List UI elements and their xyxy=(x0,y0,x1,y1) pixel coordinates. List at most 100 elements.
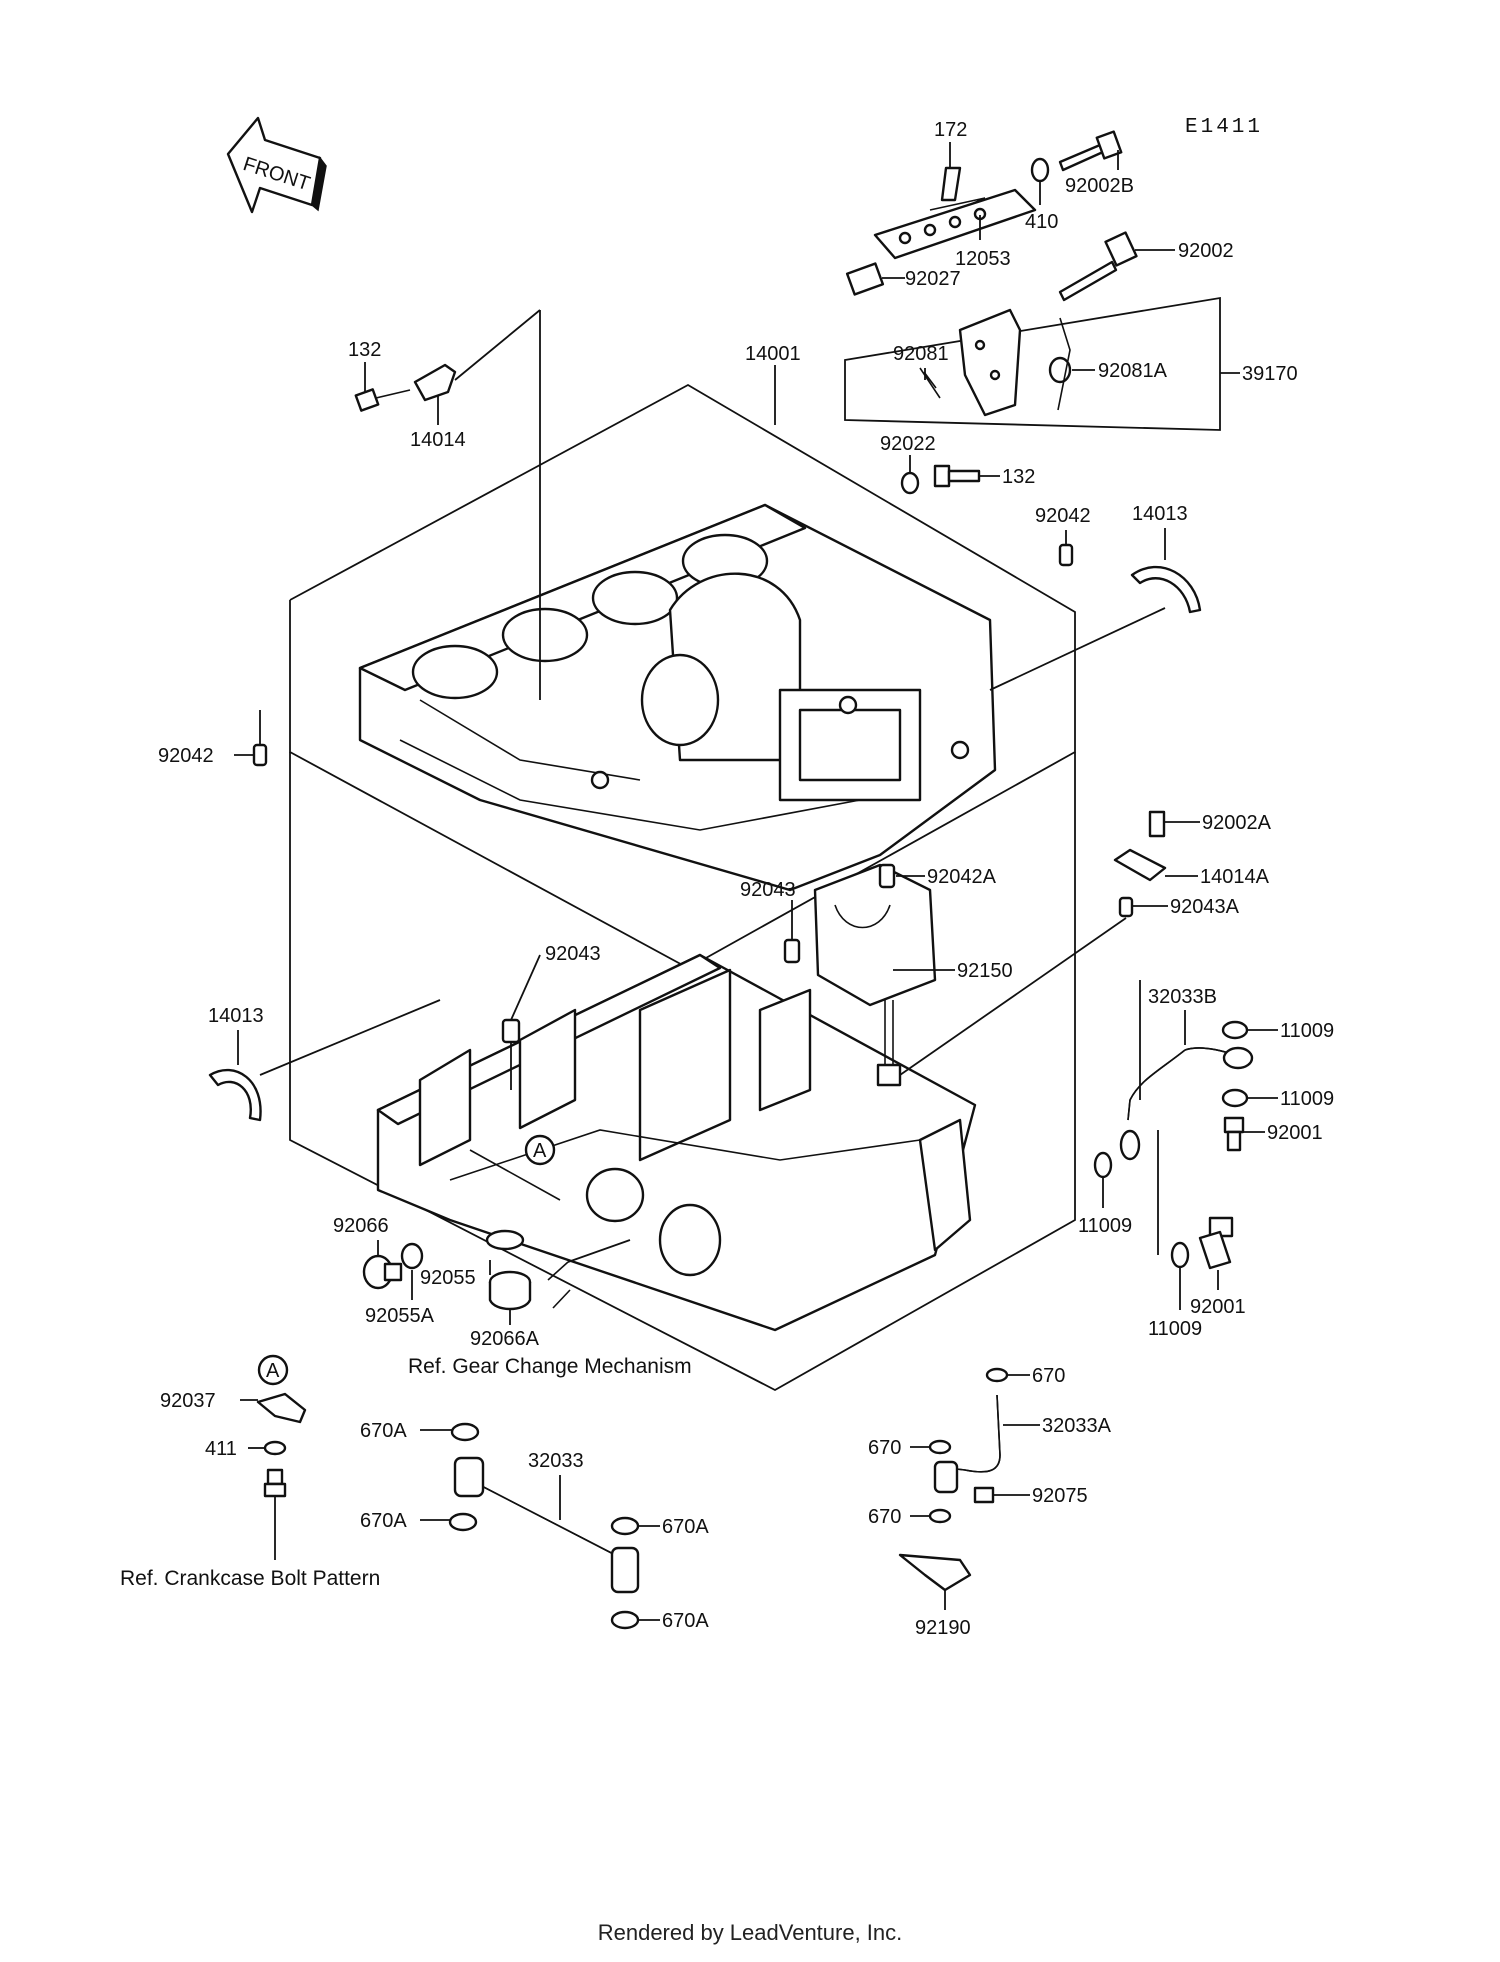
label-39170: 39170 xyxy=(1242,363,1298,385)
bolt-crankcase-ref xyxy=(263,1468,287,1498)
label-670-2: 670 xyxy=(868,1437,901,1459)
bolt-92001-a xyxy=(1223,1116,1245,1152)
oring-670-1 xyxy=(985,1367,1009,1383)
bearing-14013-left xyxy=(208,1068,262,1122)
label-32033: 32033 xyxy=(528,1450,584,1472)
label-92037: 92037 xyxy=(160,1390,216,1412)
bolt-92002B xyxy=(1058,130,1123,172)
label-32033B: 32033B xyxy=(1148,986,1217,1008)
washer-11009-a xyxy=(1221,1020,1249,1040)
label-92190: 92190 xyxy=(915,1617,971,1639)
label-92043A: 92043A xyxy=(1170,896,1240,918)
label-92150: 92150 xyxy=(957,960,1013,982)
plug-92075 xyxy=(973,1486,995,1504)
label-92002B: 92002B xyxy=(1065,175,1134,197)
plate-14014A xyxy=(1113,848,1167,882)
diagram-code: E1411 xyxy=(1185,116,1263,139)
bolt-92001-b xyxy=(1198,1216,1234,1270)
bearing-cap xyxy=(813,863,937,1007)
label-32033A: 32033A xyxy=(1042,1415,1112,1437)
front-arrow-icon: FRONT xyxy=(226,116,327,214)
lower-case-outline xyxy=(289,752,1076,1392)
label-14014: 14014 xyxy=(410,429,466,451)
plug-92066A xyxy=(488,1270,532,1311)
label-11009-a: 11009 xyxy=(1280,1020,1334,1042)
washer-11009-d xyxy=(1170,1241,1190,1269)
upper-crankcase xyxy=(358,503,997,892)
label-14014A: 14014A xyxy=(1200,866,1270,888)
label-92081A: 92081A xyxy=(1098,360,1168,382)
label-132-mid: 132 xyxy=(1002,466,1035,488)
plug-92066 xyxy=(362,1254,403,1290)
washer-11009-c xyxy=(1093,1151,1113,1179)
oring-670A-1 xyxy=(450,1422,480,1442)
label-92055: 92055 xyxy=(420,1267,476,1289)
label-12053: 12053 xyxy=(955,248,1011,270)
label-670-1: 670 xyxy=(1032,1365,1065,1387)
label-92042A: 92042A xyxy=(927,866,997,888)
label-92042-top: 92042 xyxy=(1035,505,1091,527)
spring-92081A xyxy=(1048,317,1072,411)
lower-crankcase: A xyxy=(376,953,977,1332)
label-92042-left: 92042 xyxy=(158,745,214,767)
oil-pipe-32033B xyxy=(1119,1046,1254,1161)
label-11009-c: 11009 xyxy=(1078,1215,1132,1237)
bolt-132-top xyxy=(354,388,411,412)
dowel-92043A xyxy=(1118,896,1134,918)
label-92027: 92027 xyxy=(905,268,961,290)
label-670A-1: 670A xyxy=(360,1420,407,1442)
oring-670-2 xyxy=(928,1439,952,1455)
label-92043-center: 92043 xyxy=(740,879,796,901)
label-132-top: 132 xyxy=(348,339,381,361)
clamp-92037 xyxy=(256,1392,307,1424)
label-92001-a: 92001 xyxy=(1267,1122,1323,1144)
bolt-132-mid xyxy=(933,464,981,488)
label-14001: 14001 xyxy=(745,343,801,365)
bolt-92002 xyxy=(1058,231,1138,302)
ref-gear-change: Ref. Gear Change Mechanism xyxy=(408,1355,692,1378)
oil-pipe-32033A xyxy=(933,1394,1001,1494)
label-11009-b: 11009 xyxy=(1280,1088,1334,1110)
oring-670A-3 xyxy=(610,1516,640,1536)
label-92001-b: 92001 xyxy=(1190,1296,1246,1318)
bracket-12053 xyxy=(873,188,1037,260)
oil-pipe-32033 xyxy=(453,1456,640,1594)
label-92002A: 92002A xyxy=(1202,812,1272,834)
dowel-92043-left xyxy=(501,1018,521,1044)
bolt-92150 xyxy=(876,1000,902,1087)
label-172: 172 xyxy=(934,119,967,141)
ref-crankcase-bolt: Ref. Crankcase Bolt Pattern xyxy=(120,1567,380,1590)
dowel-92042-top xyxy=(1058,543,1074,567)
bolt-92002A xyxy=(1148,810,1166,838)
label-92022: 92022 xyxy=(880,433,936,455)
washer-410 xyxy=(1030,157,1050,183)
label-411: 411 xyxy=(205,1438,237,1460)
label-92043-left: 92043 xyxy=(545,943,601,965)
oring-92055 xyxy=(485,1229,525,1251)
label-670A-4: 670A xyxy=(662,1610,709,1632)
plate-14014 xyxy=(413,363,457,402)
washer-11009-b xyxy=(1221,1088,1249,1108)
stopper-arm xyxy=(919,308,1022,417)
callout-a-lower: A xyxy=(266,1360,280,1382)
label-14013-left: 14013 xyxy=(208,1005,264,1027)
label-410: 410 xyxy=(1025,211,1058,233)
label-11009-d: 11009 xyxy=(1148,1318,1202,1340)
footer-credit: Rendered by LeadVenture, Inc. xyxy=(597,1920,903,1945)
oring-670A-4 xyxy=(610,1610,640,1630)
label-670-3: 670 xyxy=(868,1506,901,1528)
washer-411 xyxy=(263,1440,287,1456)
label-92066A: 92066A xyxy=(470,1328,540,1350)
oring-92055A xyxy=(400,1242,424,1270)
oring-670A-2 xyxy=(448,1512,478,1532)
label-92081: 92081 xyxy=(893,343,949,365)
label-92055A: 92055A xyxy=(365,1305,435,1327)
callout-a: A xyxy=(533,1140,547,1162)
oring-670-3 xyxy=(928,1508,952,1524)
label-670A-2: 670A xyxy=(360,1510,407,1532)
dowel-92042-left xyxy=(252,743,268,767)
washer-92022 xyxy=(900,471,920,495)
baffle-92190 xyxy=(898,1553,972,1592)
label-92002: 92002 xyxy=(1178,240,1234,262)
